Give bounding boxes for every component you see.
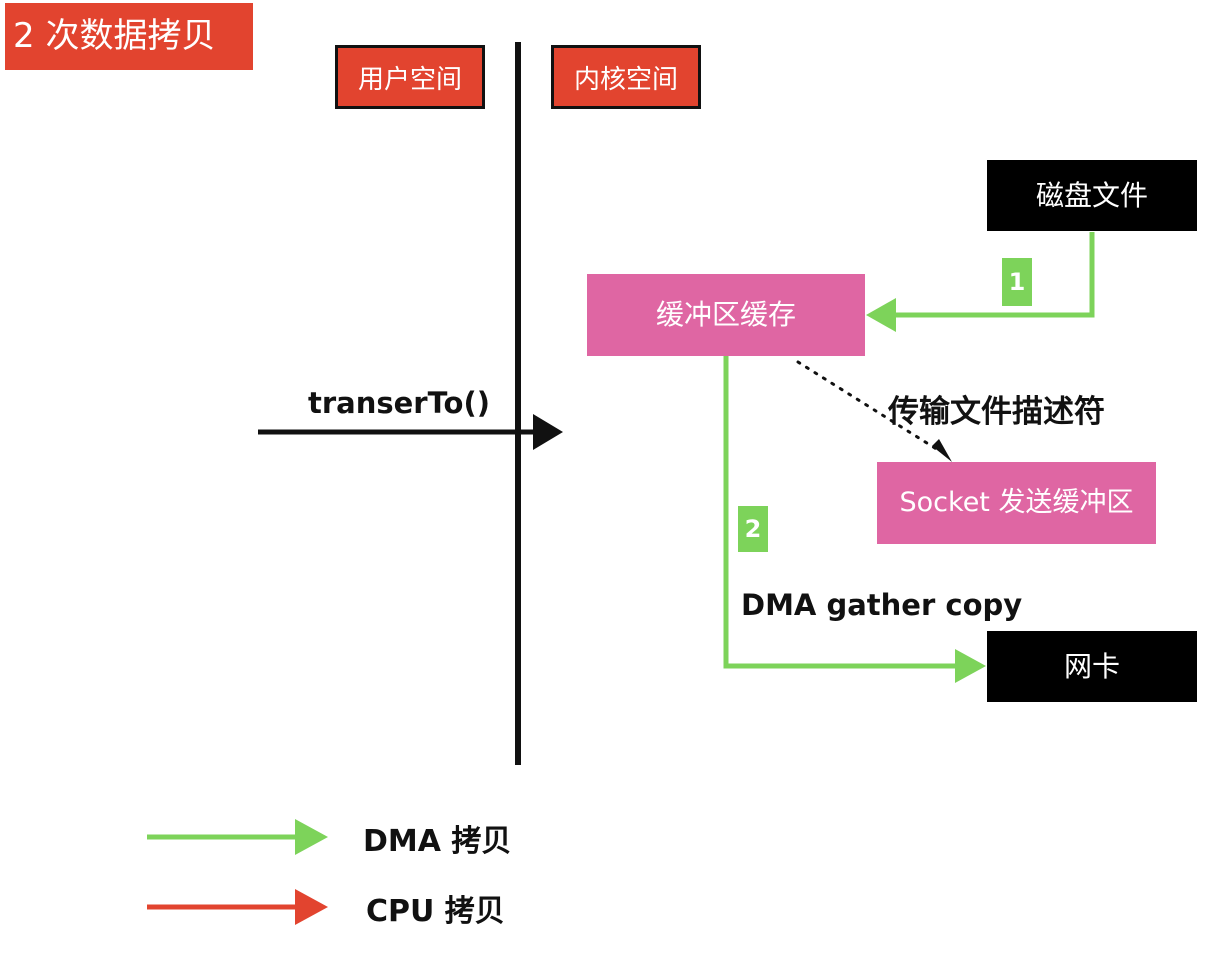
legend-cpu-arrow xyxy=(147,889,328,925)
socket-buffer-box: Socket 发送缓冲区 xyxy=(877,462,1156,544)
step-1-badge: 1 xyxy=(1002,258,1032,306)
step-2-badge: 2 xyxy=(738,506,768,552)
dma-arrow-buffer-to-nic xyxy=(723,356,986,683)
descriptor-dotted-arrow xyxy=(796,360,952,462)
dma-arrow-disk-to-buffer xyxy=(866,232,1095,332)
buffer-cache-box: 缓冲区缓存 xyxy=(587,274,865,356)
call-arrow xyxy=(258,414,563,450)
legend-dma-label: DMA 拷贝 xyxy=(363,824,512,859)
transer-to-call-label: transerTo() xyxy=(308,386,490,420)
kernel-space-label: 内核空间 xyxy=(551,45,701,109)
dma-gather-copy-label: DMA gather copy xyxy=(741,588,1023,622)
diagram-title: 2 次数据拷贝 xyxy=(5,3,253,70)
legend-cpu-label: CPU 拷贝 xyxy=(366,894,505,929)
descriptor-transfer-label: 传输文件描述符 xyxy=(888,394,1105,430)
nic-box: 网卡 xyxy=(987,631,1197,702)
user-space-label: 用户空间 xyxy=(335,45,485,109)
disk-file-box: 磁盘文件 xyxy=(987,160,1197,231)
legend-dma-arrow xyxy=(147,819,328,855)
